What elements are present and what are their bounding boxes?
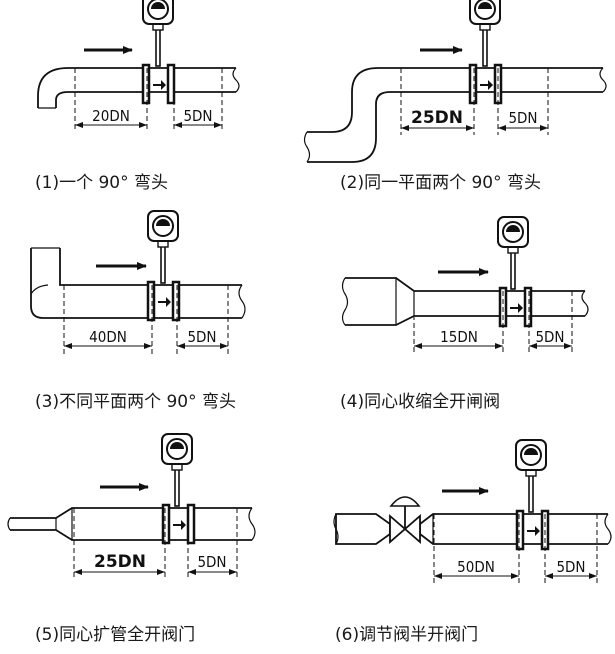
dimension-lines: [400, 68, 549, 135]
meter-flanges: [146, 280, 181, 322]
expander-pipe: [7, 507, 256, 541]
out-of-plane-elbow-pipe: [30, 247, 246, 319]
vortex-flowmeter-icon: [469, 0, 501, 67]
dimension-lines: [74, 68, 223, 132]
dimension-lines: [413, 291, 573, 353]
downstream-length-label: 5DN: [183, 107, 212, 125]
panel-caption: (5)同心扩管全开阀门: [35, 625, 195, 645]
vortex-flowmeter-icon: [497, 216, 529, 290]
upstream-length-label: 50DN: [457, 558, 495, 576]
reducer-pipe: [341, 277, 589, 326]
vortex-flowmeter-icon: [515, 439, 547, 513]
meter-flanges: [498, 286, 533, 328]
control-valve-icon: [389, 496, 421, 544]
upstream-length-label: 20DN: [92, 107, 130, 125]
upstream-length-label: 25DN: [94, 552, 146, 572]
upstream-length-label: 25DN: [411, 108, 463, 128]
dimension-lines: [73, 508, 238, 580]
vortex-flowmeter-icon: [161, 433, 193, 507]
meter-flanges: [161, 503, 196, 545]
meter-flanges: [468, 63, 503, 105]
upstream-length-label: 40DN: [89, 328, 127, 346]
upstream-length-label: 15DN: [440, 328, 478, 346]
downstream-length-label: 5DN: [187, 328, 216, 346]
dimension-lines: [63, 285, 229, 355]
valve-pipe: [333, 513, 612, 545]
panel-1: 20DN 5DN (1)一个 90° 弯头: [35, 0, 240, 193]
panel-caption: (6)调节阀半开阀门: [335, 625, 478, 645]
double-elbow-pipe: [303, 67, 607, 163]
panel-3: 40DN 5DN (3)不同平面两个 90° 弯头: [30, 210, 246, 412]
downstream-length-label: 5DN: [535, 328, 564, 346]
panel-caption: (4)同心收缩全开闸阀: [340, 392, 500, 412]
panel-6: 50DN 5DN (6)调节阀半开阀门: [333, 439, 612, 645]
meter-flanges: [141, 63, 176, 105]
panel-4: 15DN 5DN (4)同心收缩全开闸阀: [340, 216, 589, 412]
downstream-length-label: 5DN: [556, 558, 585, 576]
dimension-lines: [433, 514, 598, 584]
downstream-length-label: 5DN: [508, 109, 537, 127]
panel-caption: (1)一个 90° 弯头: [35, 173, 168, 193]
panel-2: 25DN 5DN (2)同一平面两个 90° 弯头: [303, 0, 607, 193]
panel-caption: (3)不同平面两个 90° 弯头: [35, 392, 236, 412]
panel-caption: (2)同一平面两个 90° 弯头: [340, 173, 541, 193]
panel-5: 25DN 5DN (5)同心扩管全开阀门: [7, 433, 256, 645]
downstream-length-label: 5DN: [197, 553, 226, 571]
elbow-pipe: [37, 67, 240, 109]
vortex-flowmeter-icon: [147, 210, 179, 284]
vortex-flowmeter-icon: [142, 0, 174, 67]
